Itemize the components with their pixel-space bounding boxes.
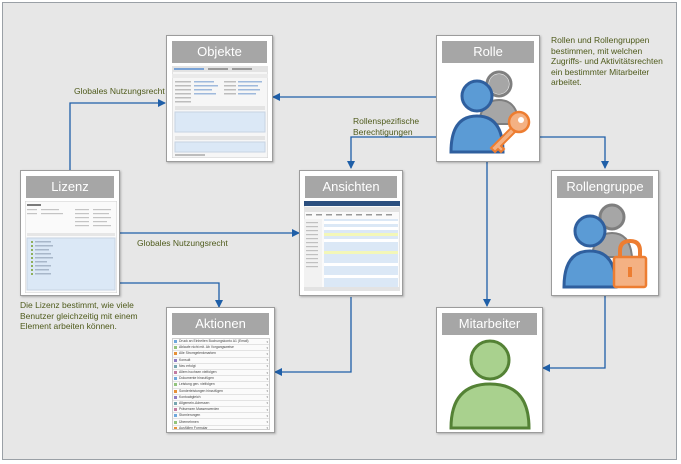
objekte-screenshot-thumbnail xyxy=(172,66,268,158)
chevron-down-icon: ▾ xyxy=(266,376,268,381)
menu-item-icon xyxy=(174,420,177,424)
aktionen-menu-item: Druck an Einheiten Buchungskonto A1 (Ema… xyxy=(173,339,269,346)
menu-item-label: Präsenzen Massenwerden xyxy=(179,407,220,412)
chevron-down-icon: ▾ xyxy=(266,358,268,363)
chevron-down-icon: ▾ xyxy=(266,407,268,412)
box-title: Mitarbeiter xyxy=(442,313,537,335)
rollengruppe-users-lock-icon xyxy=(562,203,648,289)
menu-item-icon xyxy=(174,414,177,418)
menu-item-label: Alle Stromgelenkmarken xyxy=(179,351,216,356)
box-title: Aktionen xyxy=(172,313,269,335)
menu-item-label: Ablaufe nicht mit. Ab Vorgangsweise xyxy=(179,345,234,350)
aktionen-menu-item: Leistung gen. vielfolgen ▾ xyxy=(173,382,269,389)
menu-item-label: Leistung gen. vielfolgen xyxy=(179,382,215,387)
ansichten-screenshot-thumbnail xyxy=(304,201,400,291)
aktionen-menu-item: Allgemein-Adressen ▾ xyxy=(173,400,269,408)
aktionen-menu-item: Übernehmen ▾ xyxy=(173,419,269,426)
rolle-users-key-icon xyxy=(449,70,531,154)
menu-item-label: Neu erfolgt xyxy=(179,363,196,368)
box-title: Objekte xyxy=(172,41,267,63)
aktionen-menu-item: Dokumente hinzufügen ▾ xyxy=(173,376,269,383)
lizenz-screenshot-thumbnail xyxy=(25,201,117,293)
box-lizenz[interactable]: Lizenz xyxy=(20,170,120,296)
box-title: Rolle xyxy=(442,41,534,63)
box-ansichten[interactable]: Ansichten xyxy=(299,170,403,296)
chevron-down-icon: ▾ xyxy=(266,413,268,418)
box-objekte[interactable]: Objekte xyxy=(166,35,273,162)
aktionen-menu-item: Konsult ▾ xyxy=(173,358,269,364)
lock-icon xyxy=(612,238,648,289)
chevron-down-icon: ▾ xyxy=(266,364,268,369)
arrow-lizenz-aktionen xyxy=(120,282,223,308)
menu-item-icon xyxy=(174,401,177,405)
box-rollengruppe[interactable]: Rollengruppe xyxy=(551,170,659,296)
menu-item-icon xyxy=(174,383,177,387)
aktionen-menu-item: Sonderleistungen hinzufügen ▾ xyxy=(173,389,269,395)
aktionen-menu-item: Neu erfolgt ▾ xyxy=(173,364,269,370)
box-mitarbeiter[interactable]: Mitarbeiter xyxy=(436,307,543,433)
aktionen-menu-thumbnail: Druck an Einheiten Buchungskonto A1 (Ema… xyxy=(172,338,270,430)
box-aktionen[interactable]: Aktionen Druck an Einheiten Buchungskont… xyxy=(166,307,275,433)
chevron-down-icon: ▾ xyxy=(266,426,268,430)
aktionen-menu-item: Alle Stromgelenkmarken ▾ xyxy=(173,351,269,358)
arrow-lizenz-objekte xyxy=(69,99,166,170)
menu-item-label: Ausfüllen Formular xyxy=(179,425,208,430)
key-icon xyxy=(489,110,531,154)
menu-item-icon xyxy=(174,364,177,368)
chevron-down-icon: ▾ xyxy=(266,420,268,425)
aktionen-menu-item: Präsenzen Massenwerden ▾ xyxy=(173,407,269,414)
box-title: Lizenz xyxy=(26,176,114,198)
box-title: Rollengruppe xyxy=(557,176,653,198)
menu-item-icon xyxy=(174,395,177,399)
menu-item-label: Dokumente hinzufügen xyxy=(179,376,214,381)
label-globales-nutzungsrecht-top: Globales Nutzungsrecht xyxy=(74,86,165,96)
box-title: Ansichten xyxy=(305,176,397,198)
note-lizenz: Die Lizenz bestimmt, wie viele Benutzer … xyxy=(20,300,138,331)
menu-item-label: Druck an Einheiten Buchungskonto A1 (Ema… xyxy=(179,339,249,344)
chevron-down-icon: ▾ xyxy=(266,401,268,406)
chevron-down-icon: ▾ xyxy=(266,339,268,344)
chevron-down-icon: ▾ xyxy=(266,351,268,356)
arrow-rollengruppe-mitarbeiter xyxy=(542,295,606,372)
menu-item-icon xyxy=(174,352,177,356)
menu-item-icon xyxy=(174,377,177,381)
arrow-ansichten-aktionen xyxy=(274,297,352,376)
chevron-down-icon: ▾ xyxy=(266,395,268,400)
aktionen-menu-item: Kontoabgleich ▾ xyxy=(173,395,269,401)
menu-item-icon xyxy=(174,426,177,429)
aktionen-menu-item: Ablaufe nicht mit. Ab Vorgangsweise ▾ xyxy=(173,345,269,352)
menu-item-icon xyxy=(174,389,177,393)
menu-item-icon xyxy=(174,358,177,362)
menu-item-icon xyxy=(174,346,177,350)
arrow-rolle-ansichten xyxy=(347,136,436,169)
note-rolle: Rollen und Rollengruppen bestimmen, mit … xyxy=(551,35,663,87)
chevron-down-icon: ▾ xyxy=(266,382,268,387)
menu-item-icon xyxy=(174,408,177,412)
menu-item-label: Sonderleistungen hinzufügen xyxy=(179,388,223,393)
label-rollenspezifische-berechtigungen: Rollenspezifische Berechtigungen xyxy=(353,116,420,137)
menu-item-label: Allgemein-Adressen xyxy=(179,400,210,405)
menu-item-icon xyxy=(174,340,177,344)
menu-item-label: Allem hochsen vielfolgen xyxy=(179,370,217,375)
box-rolle[interactable]: Rolle xyxy=(436,35,540,162)
aktionen-menu-item: Allem hochsen vielfolgen ▾ xyxy=(173,370,269,377)
arrow-rolle-rollengruppe xyxy=(540,136,609,169)
chevron-down-icon: ▾ xyxy=(266,370,268,375)
menu-item-icon xyxy=(174,371,177,375)
label-globales-nutzungsrecht-mid: Globales Nutzungsrecht xyxy=(137,238,228,248)
aktionen-menu-item: Stornierungen ▾ xyxy=(173,413,269,420)
chevron-down-icon: ▾ xyxy=(266,389,268,394)
menu-item-label: Übernehmen xyxy=(179,419,199,424)
menu-item-label: Konsult xyxy=(179,357,191,362)
aktionen-menu-item: Ausfüllen Formular ▾ xyxy=(173,425,269,430)
menu-item-label: Stornierungen xyxy=(179,413,201,418)
menu-item-label: Kontoabgleich xyxy=(179,394,201,399)
mitarbeiter-person-icon xyxy=(449,339,531,430)
chevron-down-icon: ▾ xyxy=(266,345,268,350)
